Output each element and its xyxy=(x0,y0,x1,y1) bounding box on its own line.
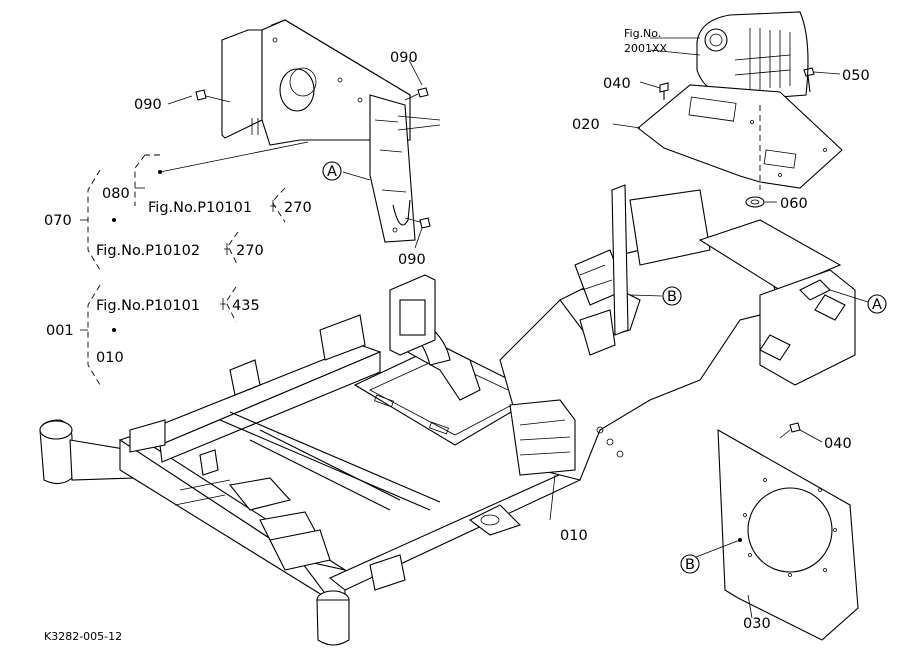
callout-080: 080 xyxy=(102,186,130,202)
callout-030: 030 xyxy=(743,616,771,632)
callout-010-tree: 010 xyxy=(96,350,124,366)
callout-090-top: 090 xyxy=(390,50,418,66)
marker-b-lower-dot xyxy=(738,538,742,542)
callout-tree xyxy=(80,154,286,386)
bolt-090-left xyxy=(195,89,231,103)
callout-090-left: 090 xyxy=(134,97,162,113)
fig-no-value: 2001XX xyxy=(624,42,668,55)
plate-020 xyxy=(637,84,843,190)
bolt-040-right xyxy=(779,422,801,439)
washer-060 xyxy=(745,196,765,208)
callout-090-bottom: 090 xyxy=(398,252,426,268)
callout-040-top: 040 xyxy=(603,76,631,92)
ref-p10101-b: Fig.No.P10101 xyxy=(96,298,200,314)
marker-b-lower-text: B xyxy=(685,557,695,573)
marker-b-upper: B xyxy=(662,286,682,306)
callout-070: 070 xyxy=(44,213,72,229)
plate-030 xyxy=(717,429,859,641)
callout-020: 020 xyxy=(572,117,600,133)
ref-p10101-b-code: 435 xyxy=(232,298,260,314)
bolt-040-top xyxy=(659,82,669,100)
ref-p10102-code: 270 xyxy=(236,243,264,259)
bolt-090-top xyxy=(404,87,429,101)
bolt-090-bottom xyxy=(404,217,431,229)
leader-lines xyxy=(159,37,869,619)
marker-b-upper-text: B xyxy=(667,289,677,305)
marker-a-left-text: A xyxy=(327,164,337,180)
bolt-050 xyxy=(803,67,815,93)
drawing-code: K3282-005-12 xyxy=(44,630,122,643)
marker-a-left: A xyxy=(322,161,342,181)
tree-dot-070 xyxy=(112,218,116,222)
callout-060: 060 xyxy=(780,196,808,212)
fig-no-label: Fig.No. xyxy=(624,27,661,40)
ref-p10101-a-code: 270 xyxy=(284,200,312,216)
callout-050: 050 xyxy=(842,68,870,84)
callout-010-frame: 010 xyxy=(560,528,588,544)
marker-a-right: A xyxy=(867,294,887,314)
ref-p10102: Fig.No.P10102 xyxy=(96,243,200,259)
marker-b-lower: B xyxy=(680,554,700,574)
callout-040-right: 040 xyxy=(824,436,852,452)
tree-dot-080 xyxy=(158,170,162,174)
bracket-070 xyxy=(221,19,416,243)
ref-p10101-a: Fig.No.P10101 xyxy=(148,200,252,216)
callout-001: 001 xyxy=(46,323,74,339)
tree-dot-001 xyxy=(112,328,116,332)
marker-a-right-text: A xyxy=(872,297,882,313)
